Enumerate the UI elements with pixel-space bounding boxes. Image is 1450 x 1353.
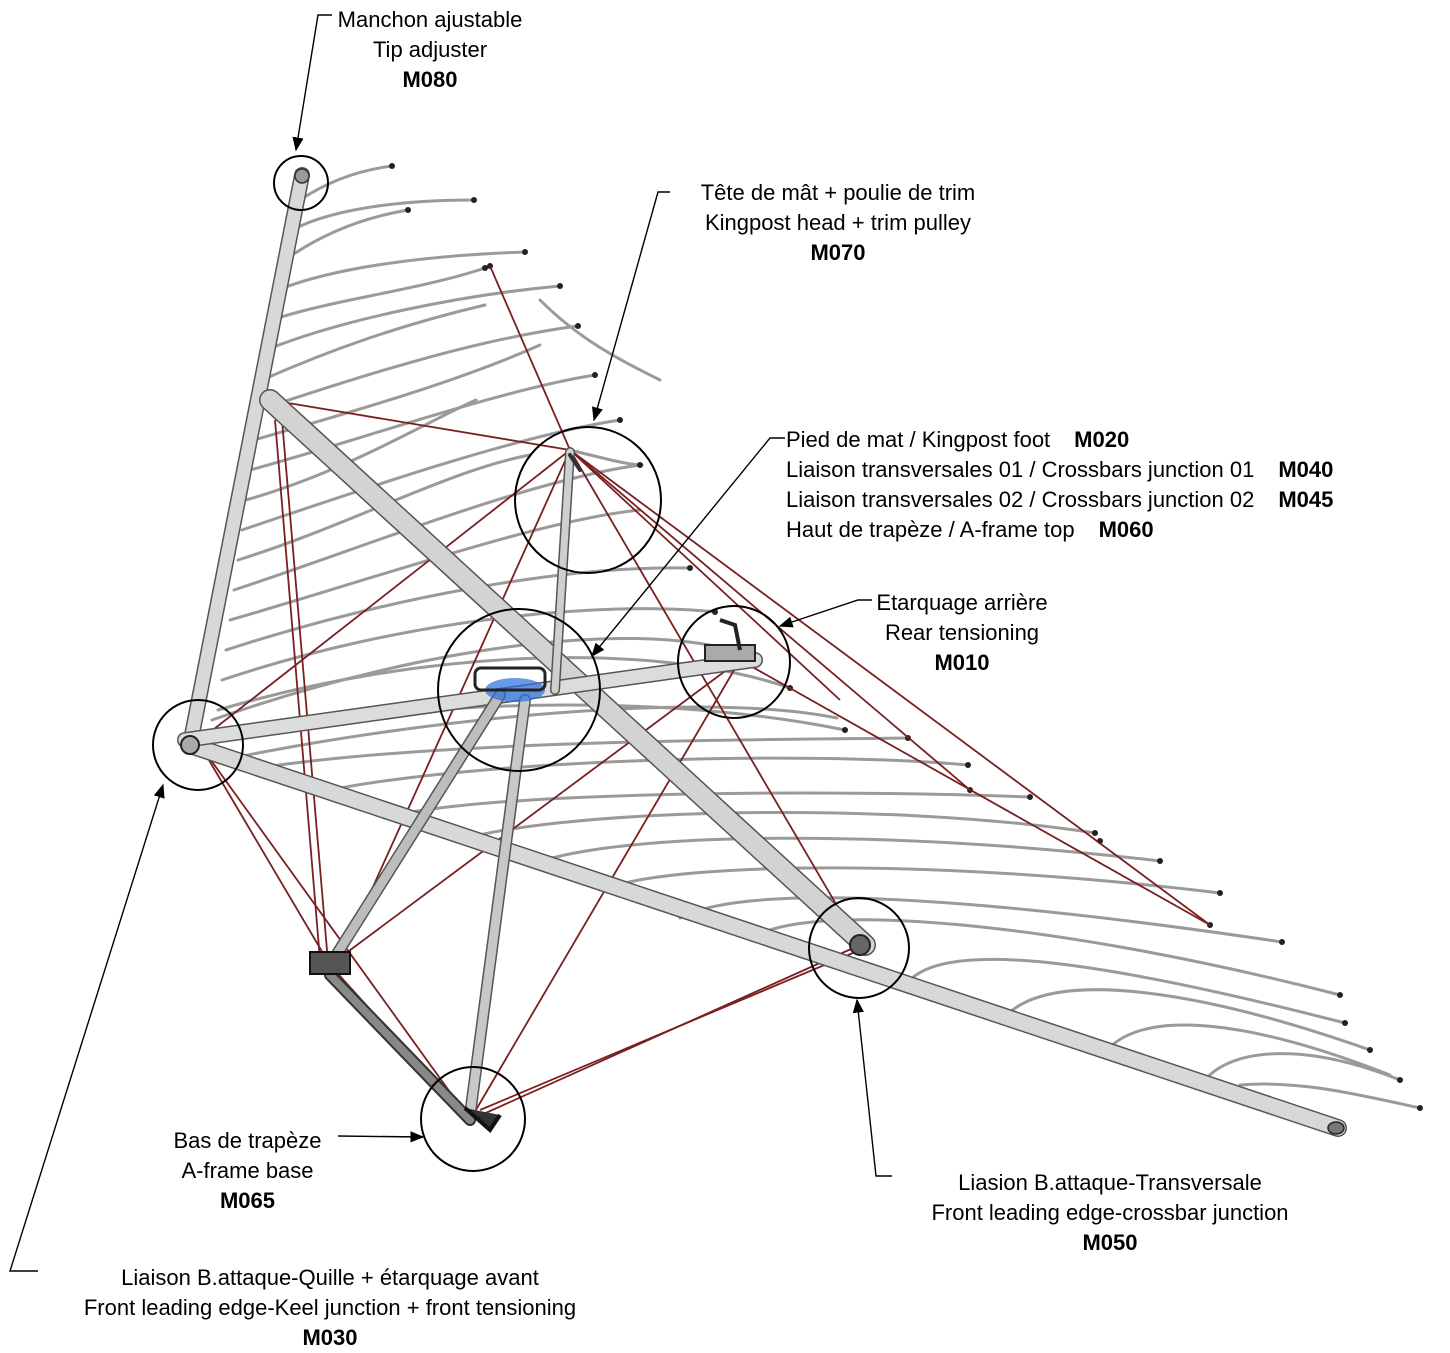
center-row-m040-text: Liaison transversales 01 / Crossbars jun… [786, 457, 1255, 482]
center-row-m020: Pied de mat / Kingpost foot M020 [786, 425, 1333, 455]
callout-m050-fr: Liasion B.attaque-Transversale [958, 1170, 1262, 1195]
callout-m030-en: Front leading edge-Keel junction + front… [83, 1295, 577, 1320]
leader-m030 [9, 783, 165, 1272]
center-row-m040-code: M040 [1278, 457, 1334, 482]
leader-m070 [592, 191, 670, 422]
callout-m030-code: M030 [302, 1325, 358, 1350]
circle-m030 [152, 699, 244, 791]
callout-m050-en: Front leading edge-crossbar junction [931, 1200, 1289, 1225]
callout-m065-code: M065 [219, 1188, 276, 1213]
battens [210, 164, 1422, 1110]
circle-m050 [808, 897, 910, 999]
center-row-m020-code: M020 [1074, 427, 1130, 452]
callout-m065: Bas de trapèze A-frame base M065 [160, 1126, 335, 1216]
callout-m070-fr: Tête de mât + poulie de trim [700, 180, 976, 205]
center-row-m060-text: Haut de trapèze / A-frame top [786, 517, 1075, 542]
circle-center [437, 608, 601, 772]
callout-m030-fr: Liaison B.attaque-Quille + étarquage ava… [121, 1265, 539, 1290]
callout-m030: Liaison B.attaque-Quille + étarquage ava… [30, 1263, 630, 1353]
leader-m080 [292, 14, 332, 152]
leader-center [591, 437, 785, 658]
circle-m010 [677, 605, 791, 719]
callout-m065-fr: Bas de trapèze [173, 1128, 322, 1153]
center-row-m045: Liaison transversales 02 / Crossbars jun… [786, 485, 1333, 515]
leader-m050 [852, 998, 892, 1177]
callout-m070: Tête de mât + poulie de trim Kingpost he… [668, 178, 1008, 268]
tubes [177, 167, 1347, 1137]
batten-tips [389, 163, 1423, 1111]
callout-m010: Etarquage arrière Rear tensioning M010 [862, 588, 1062, 678]
circle-m065 [420, 1066, 526, 1172]
callout-circles [152, 155, 910, 1172]
callout-m080-code: M080 [402, 67, 458, 92]
center-row-m060: Haut de trapèze / A-frame top M060 [786, 515, 1333, 545]
callout-m050: Liasion B.attaque-Transversale Front lea… [880, 1168, 1340, 1258]
center-row-m045-text: Liaison transversales 02 / Crossbars jun… [786, 487, 1255, 512]
callout-m080: Manchon ajustable Tip adjuster M080 [320, 5, 540, 95]
circle-m070 [514, 426, 662, 574]
callout-m070-code: M070 [810, 240, 866, 265]
callout-center-group: Pied de mat / Kingpost foot M020 Liaison … [786, 425, 1333, 545]
circle-m080 [273, 155, 329, 211]
center-row-m045-code: M045 [1278, 487, 1334, 512]
callout-m080-fr: Manchon ajustable [337, 7, 523, 32]
callout-m050-code: M050 [1082, 1230, 1138, 1255]
callout-m010-en: Rear tensioning [884, 620, 1040, 645]
leader-lines [9, 14, 892, 1272]
center-row-m060-code: M060 [1098, 517, 1154, 542]
rigging-cables [199, 265, 1211, 1121]
center-row-m040: Liaison transversales 01 / Crossbars jun… [786, 455, 1333, 485]
callout-m070-en: Kingpost head + trim pulley [705, 210, 971, 235]
callout-m080-en: Tip adjuster [372, 37, 488, 62]
leader-m010 [778, 599, 872, 628]
hardware [180, 168, 1345, 1135]
callout-m010-fr: Etarquage arrière [876, 590, 1048, 615]
callout-m065-en: A-frame base [181, 1158, 314, 1183]
callout-m010-code: M010 [934, 650, 990, 675]
leader-m065 [337, 1131, 425, 1143]
center-row-m020-text: Pied de mat / Kingpost foot [786, 427, 1051, 452]
